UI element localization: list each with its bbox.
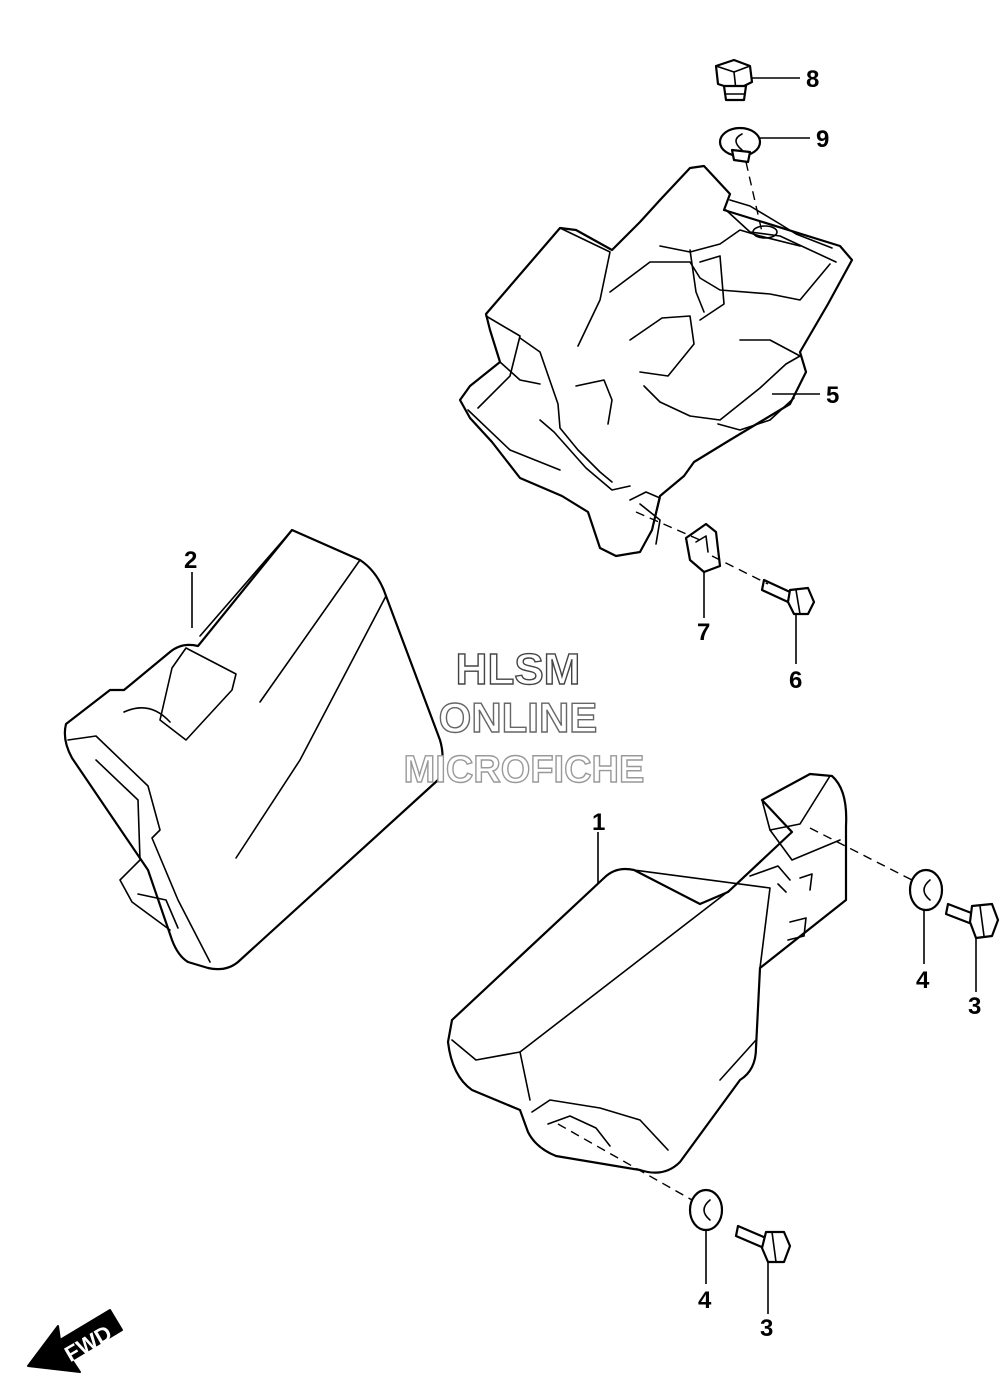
part-6-bolt — [760, 578, 816, 616]
callout-6: 6 — [789, 667, 802, 694]
part-5-battery-tray — [458, 164, 854, 558]
part-2-side-cover — [63, 528, 444, 971]
part-4-washer-upper — [908, 868, 944, 912]
part-3-bolt-lower — [734, 1224, 792, 1264]
watermark-line-3: MICROFICHE — [404, 749, 645, 791]
callout-9: 9 — [816, 126, 829, 153]
callout-1: 1 — [592, 809, 605, 836]
watermark: HLSM ONLINE MICROFICHE — [403, 644, 645, 791]
watermark-line-2: ONLINE — [439, 694, 598, 741]
part-8-bolt — [714, 58, 754, 102]
part-9-nut — [718, 126, 762, 164]
callout-2: 2 — [184, 547, 197, 574]
assembly-lines — [557, 161, 913, 1201]
callout-8: 8 — [806, 66, 819, 93]
part-7-bracket — [684, 522, 722, 574]
callouts: 8 9 5 7 6 2 1 4 3 4 3 — [184, 66, 981, 1342]
callout-3-upper: 3 — [968, 993, 981, 1020]
leader-lines — [191, 77, 977, 1314]
fwd-arrow-icon: FWD — [27, 1309, 123, 1373]
callout-7: 7 — [697, 619, 710, 646]
callout-3-lower: 3 — [760, 1315, 773, 1342]
part-3-bolt-upper — [944, 902, 1000, 940]
part-1-side-cover — [446, 772, 848, 1174]
callout-5: 5 — [826, 382, 839, 409]
watermark-line-1: HLSM — [456, 645, 581, 694]
callout-4-lower: 4 — [698, 1287, 712, 1314]
part-4-washer-lower — [688, 1188, 724, 1232]
callout-4-upper: 4 — [916, 967, 930, 994]
